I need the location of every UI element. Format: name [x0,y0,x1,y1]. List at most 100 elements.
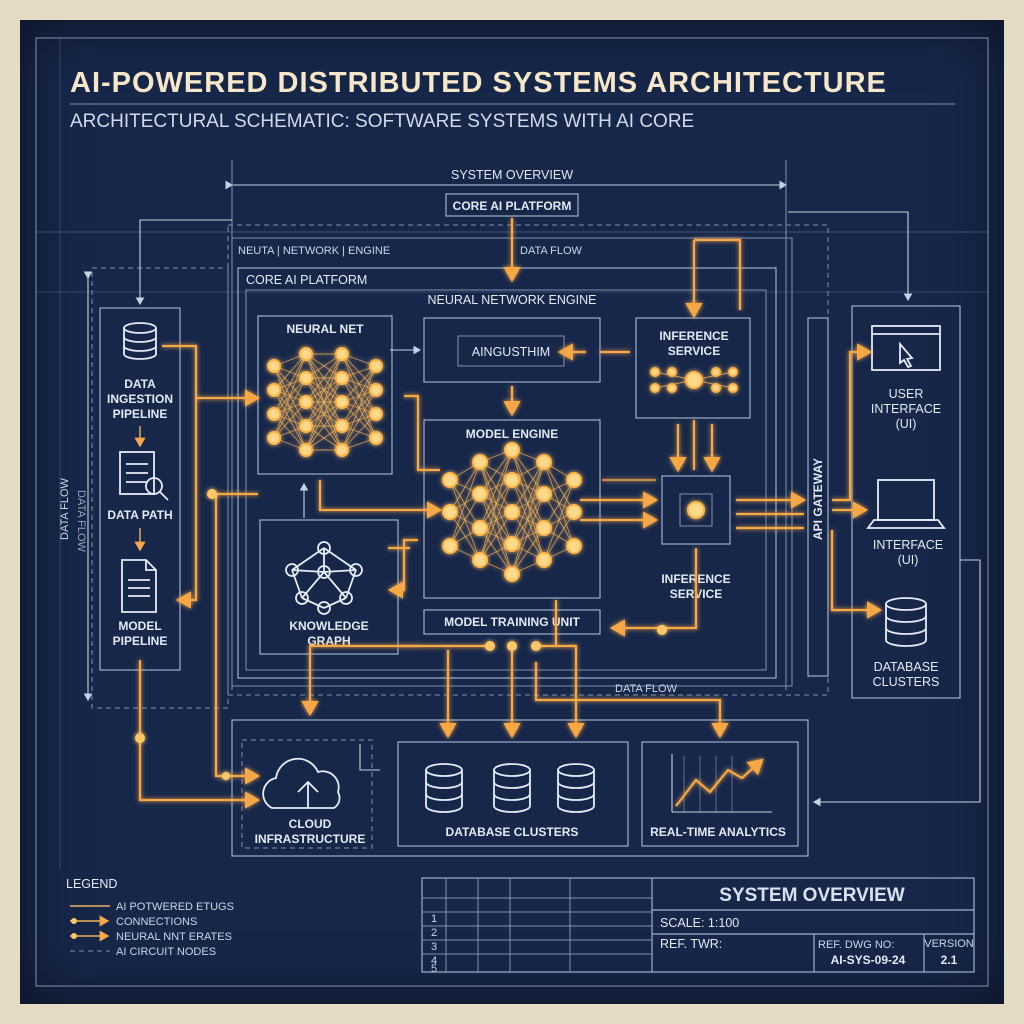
net-node [536,520,552,536]
analytics-chart-icon [671,754,772,813]
net-edge [305,401,343,451]
connection-dots [135,489,667,780]
user-interface-label-3: (UI) [896,417,917,431]
neural-engine-outer-label: NEUTA | NETWORK | ENGINE [238,245,390,257]
model-training-unit-box [423,609,601,635]
net-edge [341,365,377,451]
net-edge [479,527,513,575]
core-ai-platform-label: CORE AI PLATFORM [246,273,367,287]
net-node [335,395,349,409]
bottom-database-label: DATABASE CLUSTERS [446,825,579,839]
right-database-label-1: DATABASE [874,660,939,674]
net-node [504,536,520,552]
net-edge [341,365,377,427]
version-value: 2.1 [941,953,958,967]
net-node [566,504,582,520]
data-flow-bottom-label: DATA FLOW [615,683,678,695]
net-edge [341,389,377,451]
knowledge-graph-icon [285,541,363,615]
row-3: 3 [431,941,437,953]
net-node [299,443,313,457]
net-node [442,504,458,520]
net-node [536,552,552,568]
title-block-heading: SYSTEM OVERVIEW [719,885,905,906]
net-edge [273,353,307,439]
database-cluster-icons [425,763,595,813]
net-edge [479,493,513,575]
cloud-upload-icon [262,757,341,809]
net-node [472,552,488,568]
net-node [472,486,488,502]
laptop-icon [866,479,946,529]
net-node [536,486,552,502]
scale-label: SCALE: 1:100 [660,916,739,930]
net-edge [305,353,343,403]
cloud-label-2: INFRASTRUCTURE [255,832,366,846]
net-node [369,359,383,373]
net-node [299,347,313,361]
data-flow-top-label: DATA FLOW [520,245,583,257]
net-edge [479,511,513,561]
dwg-value: AI-SYS-09-24 [831,953,906,967]
net-edge [479,461,513,575]
data-path-icon [119,451,169,501]
database-clusters-icon [885,597,927,647]
row-5: 5 [431,963,437,975]
model-engine-graph [442,442,582,582]
net-edge [273,353,307,391]
neural-net-graph [267,347,383,457]
net-node [504,504,520,520]
page-subtitle: ARCHITECTURAL SCHEMATIC: SOFTWARE SYSTEM… [70,111,694,132]
database-icon [123,322,157,360]
document-icon [121,559,157,613]
model-training-unit-label: MODEL TRAINING UNIT [444,615,580,629]
net-node [267,407,281,421]
user-interface-label-1: USER [889,387,924,401]
processor-chip [661,475,731,545]
version-label: VERSION [924,938,974,950]
net-edge [543,479,575,529]
net-node [369,407,383,421]
model-engine-label: MODEL ENGINE [466,427,558,441]
interface-label-2: (UI) [898,553,919,567]
net-edge [305,353,343,427]
net-edge [305,425,343,451]
net-node [472,520,488,536]
dwg-label: REF. DWG NO: [818,939,894,951]
net-node [299,371,313,385]
net-edge [449,461,481,513]
api-gateway-label: API GATEWAY [811,458,825,540]
net-node [335,443,349,457]
core-ai-platform-tag: CORE AI PLATFORM [453,199,572,213]
net-edge [511,449,545,529]
net-edge [305,353,343,451]
neural-network-engine-label: NEURAL NETWORK ENGINE [427,293,596,307]
legend-item-4: AI CIRCUIT NODES [116,946,216,958]
net-edge [511,461,545,545]
page-title: AI-POWERED DISTRIBUTED SYSTEMS ARCHITECT… [70,67,887,99]
net-node [472,454,488,470]
net-node [369,383,383,397]
net-node [335,347,349,361]
net-edge [273,353,307,415]
data-flow-vertical-label: DATA FLOW [59,477,71,540]
net-node [536,454,552,470]
net-edge [273,377,307,439]
net-edge [543,511,575,561]
interface-label-1: INTERFACE [873,538,943,552]
knowledge-graph-label-1: KNOWLEDGE [289,619,368,633]
net-edge [449,493,481,547]
neural-net-label: NEURAL NET [286,322,364,336]
net-node [566,472,582,488]
net-edge [305,377,343,451]
net-edge [273,401,307,439]
legend-item-1: AI POTWERED ETUGS [116,901,234,913]
net-node [335,371,349,385]
net-node [299,419,313,433]
reference-arrows [135,211,981,807]
inference-top-graph [650,367,738,393]
inference-top-label-1: INFERENCE [659,329,728,343]
net-node [369,431,383,445]
infrastructure-box [231,719,809,857]
net-edge [511,493,545,575]
